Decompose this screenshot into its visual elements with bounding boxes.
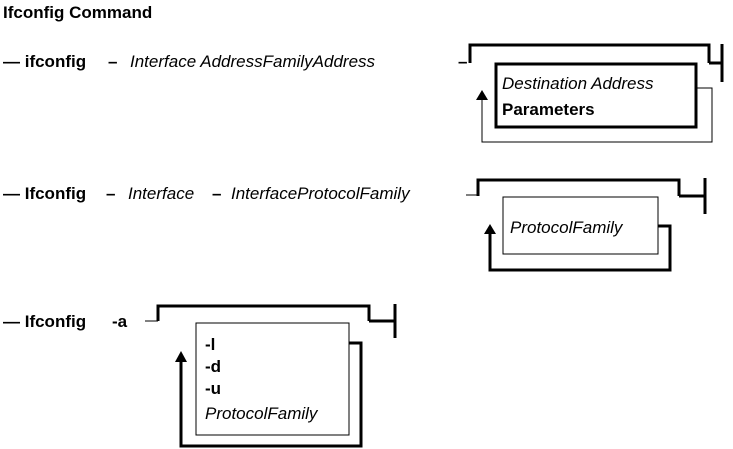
d2-repeat-arrow (484, 224, 496, 234)
d3-opt-l: -l (205, 335, 215, 354)
d1-lead: — ifconfig (3, 52, 86, 71)
d3-repeat-arrow (175, 351, 187, 362)
syntax-diagram-1: — ifconfig – Interface AddressFamilyAddr… (3, 43, 724, 143)
d3-option-box (195, 322, 350, 436)
d2-lead: — Ifconfig (3, 184, 86, 203)
d3-bypass-line (156, 304, 371, 321)
d2-repeat-loop (488, 224, 672, 272)
d2-arg-protocol-family: InterfaceProtocolFamily (231, 184, 411, 203)
d1-repeat-arrow (476, 90, 488, 100)
d1-bypass-line (468, 43, 711, 63)
d1-option-box (494, 62, 698, 129)
d3-opt-d: -d (205, 357, 221, 376)
d1-opt-destination: Destination Address (502, 74, 654, 93)
syntax-diagram-3: — Ifconfig -a -l -d -u ProtocolFamily (3, 304, 397, 448)
d1-args: Interface AddressFamilyAddress (130, 52, 376, 71)
d1-opt-parameters: Parameters (502, 100, 595, 119)
d2-opt-protocol-family: ProtocolFamily (510, 218, 624, 237)
d1-sep2: – (458, 52, 467, 71)
d1-repeat-loop (481, 87, 713, 143)
d1-sep1: – (108, 52, 117, 71)
d2-bypass-line (476, 178, 681, 196)
d2-sep1: – (106, 184, 115, 203)
d3-opt-u: -u (205, 379, 221, 398)
d3-repeat-loop (179, 341, 363, 448)
d2-sep2: – (212, 184, 221, 203)
d3-flag-a: -a (112, 312, 128, 331)
diagram-title: Ifconfig Command (3, 3, 152, 22)
d2-arg-interface: Interface (128, 184, 194, 203)
syntax-diagram-2: — Ifconfig – Interface – InterfaceProtoc… (3, 178, 707, 272)
d3-lead: — Ifconfig (3, 312, 86, 331)
d3-opt-protocol-family: ProtocolFamily (205, 404, 319, 423)
